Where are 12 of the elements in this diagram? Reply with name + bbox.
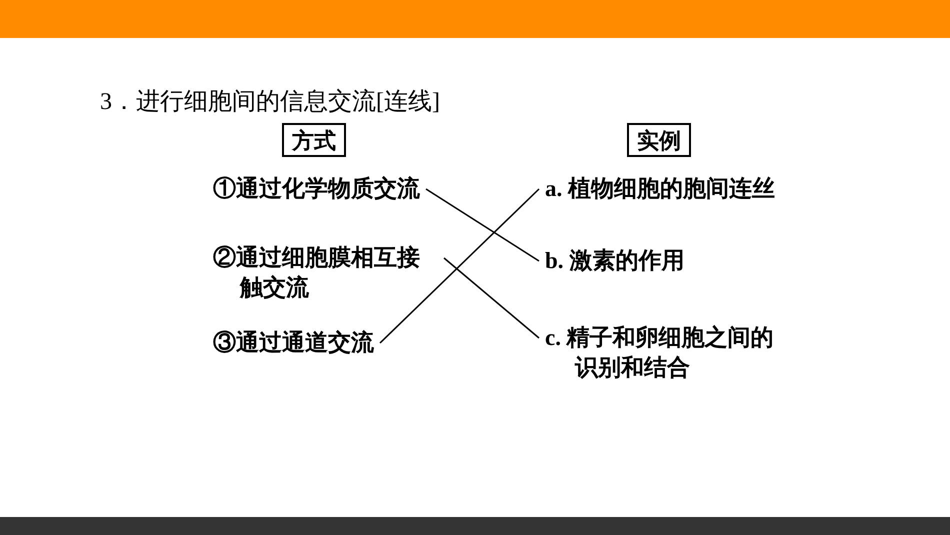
connector-line <box>426 188 540 262</box>
text-item: a. 植物细胞的胞间连丝 <box>545 174 775 204</box>
text-item: b. 激素的作用 <box>545 246 684 276</box>
connector-line <box>379 188 540 344</box>
text-item: ②通过细胞膜相互接触交流 <box>213 243 438 303</box>
text-item: ③通过通道交流 <box>213 328 374 358</box>
connector-line <box>444 257 540 339</box>
text-item: c. 精子和卵细胞之间的识别和结合 <box>545 323 795 383</box>
heading-box: 方式 <box>282 123 346 157</box>
title: 3．进行细胞间的信息交流[连线] <box>100 88 440 117</box>
text-item: ①通过化学物质交流 <box>213 174 420 204</box>
heading-box: 实例 <box>627 123 691 157</box>
